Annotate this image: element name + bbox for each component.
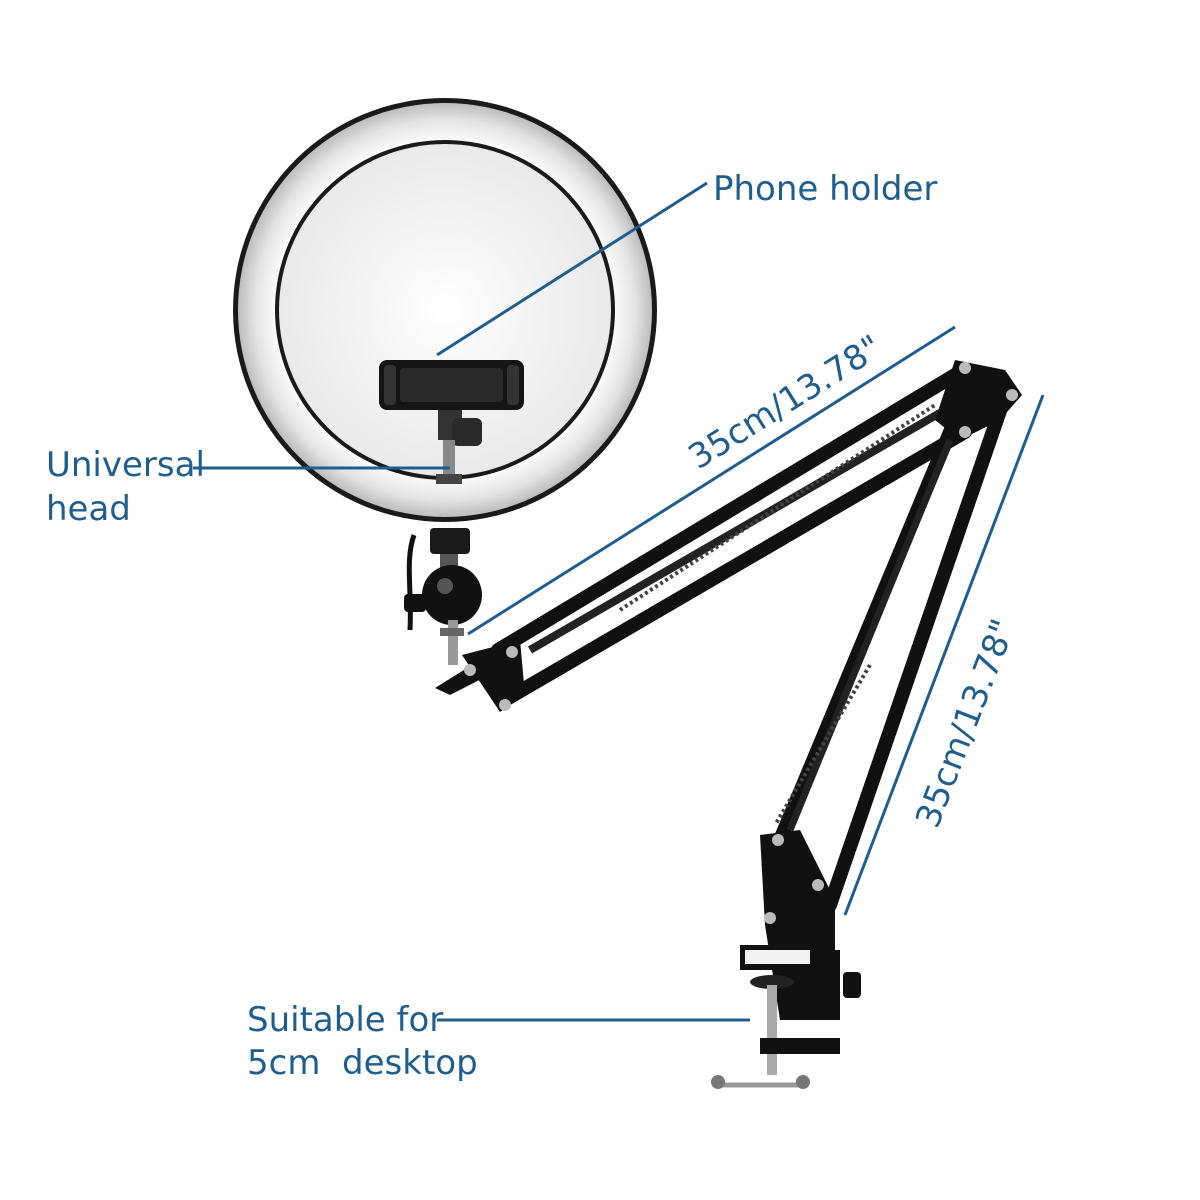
phone-holder — [379, 360, 524, 484]
phone-holder-leader — [436, 181, 708, 357]
universal-head-label-line2: head — [46, 489, 131, 529]
universal-head-label-line1: Universal — [46, 445, 205, 485]
desk-label-line1: Suitable for — [247, 1000, 443, 1040]
upper-arm — [462, 365, 972, 712]
ring-inner-area — [279, 144, 611, 476]
ring-light — [233, 98, 657, 522]
lower-arm-dimension-line — [843, 394, 1045, 916]
upper-arm-dimension-line — [467, 325, 956, 636]
desk-clamp — [711, 830, 861, 1089]
lower-arm — [773, 398, 1009, 912]
phone-holder-label: Phone holder — [713, 169, 937, 209]
desk-label-line2: 5cm desktop — [247, 1043, 478, 1083]
